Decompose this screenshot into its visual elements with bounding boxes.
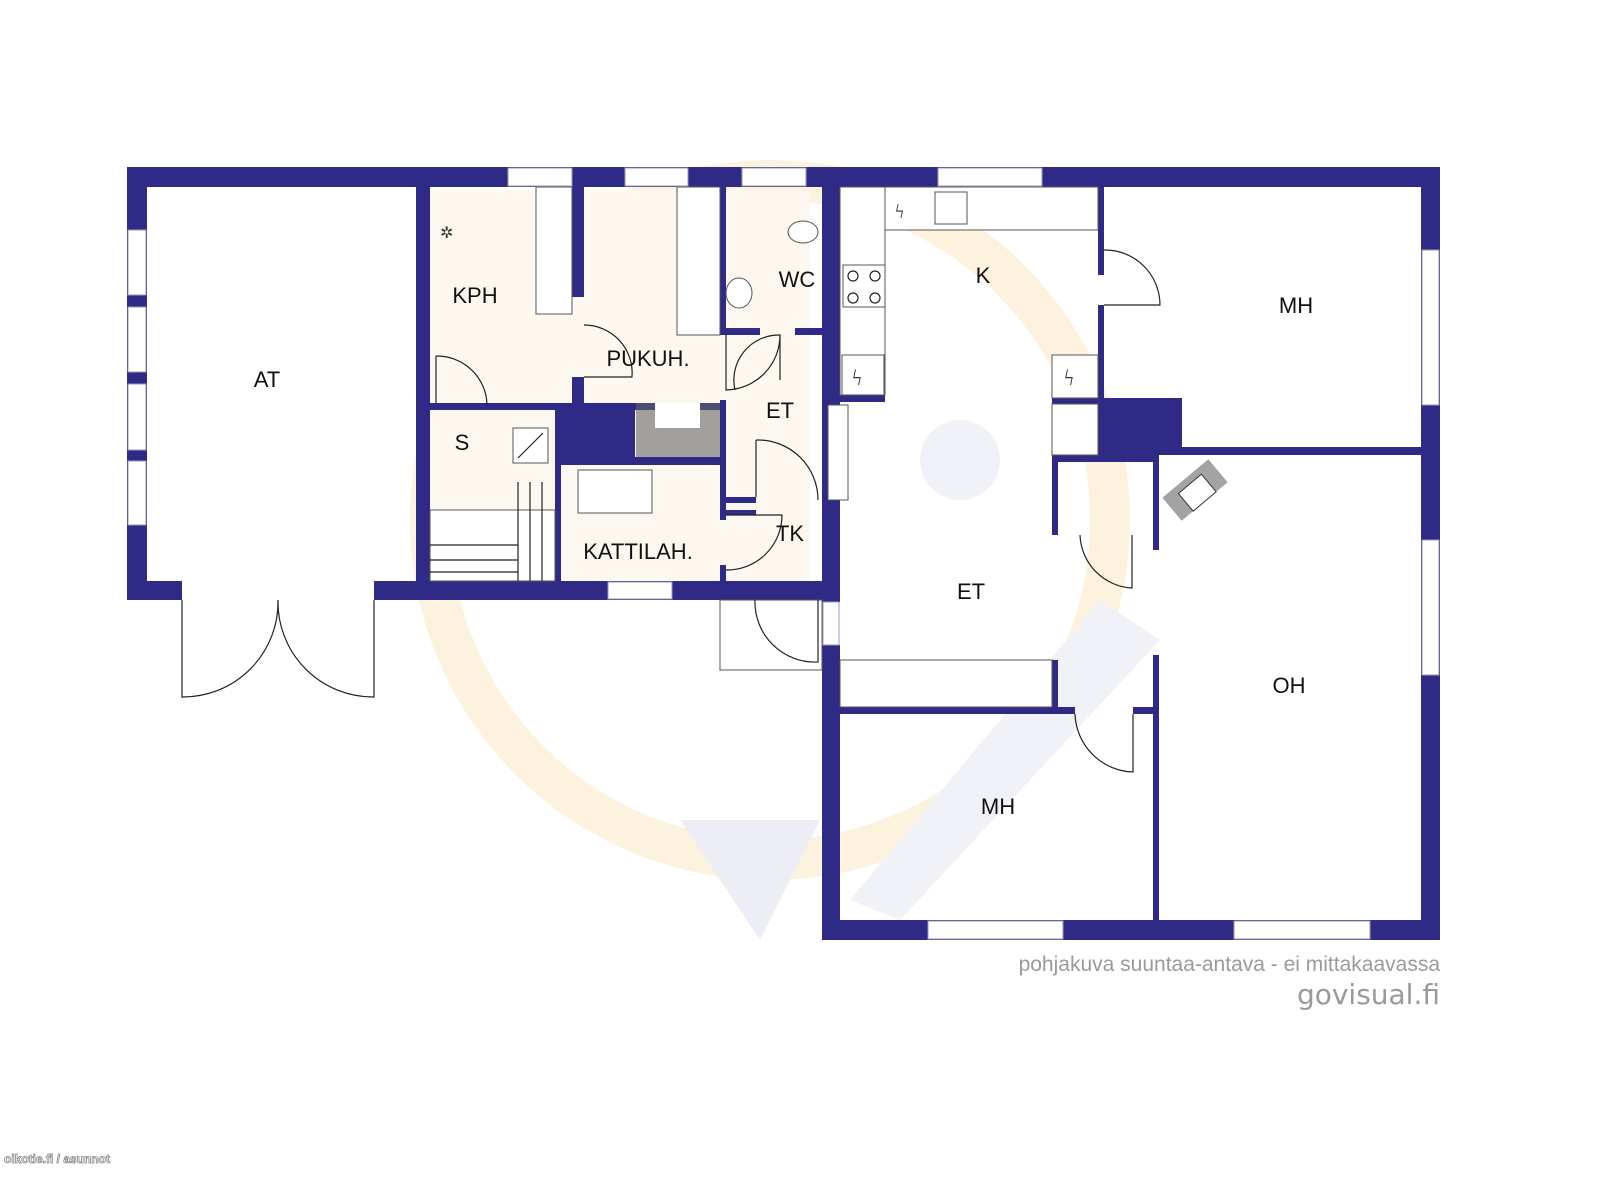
source-watermark: oikotie.fi / asunnot xyxy=(4,1152,111,1167)
room-label-at: AT xyxy=(254,367,280,392)
electric-icon: ϟ xyxy=(895,201,904,223)
room-label-s: S xyxy=(455,430,470,455)
room-label-mh: MH xyxy=(981,794,1015,819)
room-label-wc: WC xyxy=(779,267,816,292)
room-label-et: ET xyxy=(957,579,985,604)
doors xyxy=(181,249,1161,773)
room-label-tk: TK xyxy=(776,521,804,546)
entrance-step xyxy=(719,599,823,671)
room-label-pukuh: PUKUH. xyxy=(606,346,689,371)
room-label-k: K xyxy=(976,263,991,288)
shower-icon: ✲ xyxy=(440,225,453,242)
toilet-icon xyxy=(787,220,819,244)
kitchen-sink-icon xyxy=(934,191,968,225)
room-label-kattilah: KATTILAH. xyxy=(583,539,693,564)
disclaimer-text: pohjakuva suuntaa-antava - ei mittakaava… xyxy=(1018,953,1440,976)
electric-panel-icon: ϟ xyxy=(852,365,862,390)
sink-icon xyxy=(725,277,753,309)
brand-text: govisual.fi xyxy=(1296,978,1440,1011)
electric-panel-icon: ϟ xyxy=(1064,365,1074,390)
room-labels: AT KPH PUKUH. WC K MH S ET TK KATTILAH. … xyxy=(254,263,1313,819)
kitchen-counter xyxy=(884,186,1099,231)
interior-walls xyxy=(416,187,1421,920)
windows xyxy=(127,167,1440,940)
fixtures: ✲ ϟ ϟ ϟ xyxy=(429,186,1228,708)
fireplace-icon xyxy=(1162,459,1228,521)
room-label-oh: OH xyxy=(1273,673,1306,698)
sauna-bench-icon xyxy=(429,482,556,582)
room-label-et: ET xyxy=(766,398,794,423)
room-label-kph: KPH xyxy=(452,283,497,308)
room-label-mh: MH xyxy=(1279,293,1313,318)
